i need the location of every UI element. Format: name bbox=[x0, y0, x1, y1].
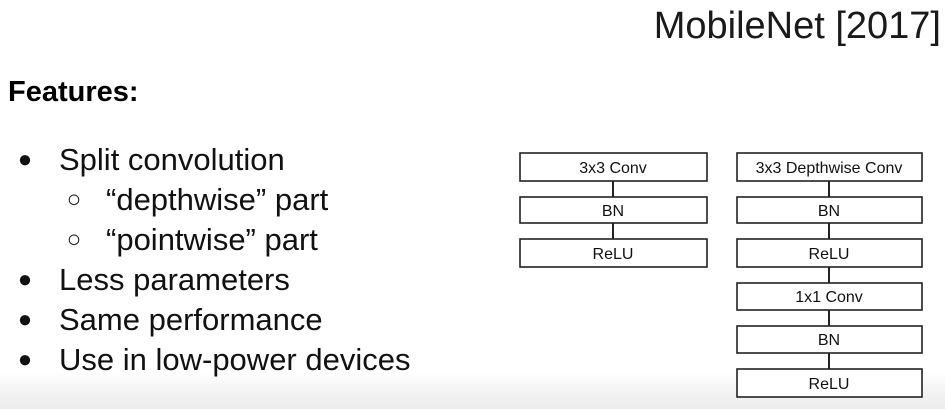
conv3x3-label: 3x3 Conv bbox=[579, 160, 647, 177]
bn-block bbox=[519, 196, 708, 224]
bn-label: BN bbox=[818, 332, 840, 349]
feature-text: “depthwise” part bbox=[106, 182, 329, 217]
relu-block bbox=[736, 368, 923, 398]
bn-label: BN bbox=[602, 203, 624, 220]
hollow-bullet-icon: ○ bbox=[66, 226, 82, 253]
feature-text: Same performance bbox=[59, 302, 323, 337]
slide-title: MobileNet [2017] bbox=[653, 5, 941, 47]
relu-label: ReLU bbox=[809, 246, 850, 263]
feature-text: Use in low-power devices bbox=[59, 342, 411, 377]
bullet-icon: ● bbox=[17, 266, 33, 293]
pointwise-conv-label: 1x1 Conv bbox=[795, 289, 863, 306]
feature-text: “pointwise” part bbox=[106, 222, 318, 257]
depthwise-conv-label: 3x3 Depthwise Conv bbox=[756, 160, 903, 177]
pointwise-conv-block bbox=[736, 282, 923, 311]
relu-label: ReLU bbox=[809, 376, 850, 393]
feature-text: Less parameters bbox=[59, 262, 290, 297]
depthwise-conv-block bbox=[736, 152, 923, 182]
relu-block bbox=[736, 238, 923, 268]
bn-block bbox=[736, 196, 923, 224]
bullet-icon: ● bbox=[17, 346, 33, 373]
hollow-bullet-icon: ○ bbox=[66, 186, 82, 213]
standard-conv-block: 3x3 Conv BN ReLU bbox=[519, 152, 708, 268]
relu-label: ReLU bbox=[593, 246, 634, 263]
depthwise-separable-block: 3x3 Depthwise Conv BN ReLU 1x1 Conv BN R… bbox=[736, 152, 923, 398]
bn-block bbox=[736, 325, 923, 354]
conv3x3-block bbox=[519, 152, 708, 182]
relu-block bbox=[519, 238, 708, 268]
feature-text: Split convolution bbox=[59, 142, 285, 177]
bullet-icon: ● bbox=[17, 306, 33, 333]
features-heading: Features: bbox=[8, 76, 139, 108]
bn-label: BN bbox=[818, 203, 840, 220]
bullet-icon: ● bbox=[17, 146, 33, 173]
